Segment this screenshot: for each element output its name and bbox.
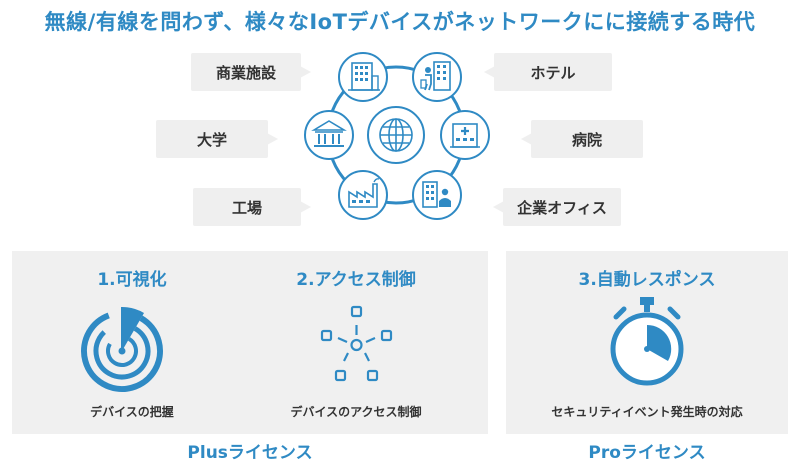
bubble-hotel: ホテル <box>484 53 612 91</box>
hospital-icon <box>440 110 490 160</box>
university-icon <box>304 110 354 160</box>
pro-panel: 3.自動レスポンス セキュリティイベント発生時の対応 <box>506 251 788 434</box>
feature-caption-access-control: デバイスのアクセス制御 <box>290 405 422 419</box>
feature-title-visibility: 1.可視化 <box>97 270 167 290</box>
page-title: 無線/有線を問わず、様々なIoTデバイスがネットワークにに接続する時代 <box>44 10 756 34</box>
factory-icon <box>338 170 388 220</box>
feature-title-auto-response: 3.自動レスポンス <box>578 270 716 290</box>
stopwatch-icon <box>610 297 684 386</box>
feature-caption-auto-response: セキュリティイベント発生時の対応 <box>551 405 743 419</box>
network-hub-diagram: 商業施設 大学 工場 ホテル 病院 企業オフィス <box>156 52 643 226</box>
bubble-office: 企業オフィス <box>493 188 621 226</box>
bubble-university: 大学 <box>156 120 278 158</box>
bubble-commercial: 商業施設 <box>191 53 311 91</box>
hotel-icon <box>412 52 462 102</box>
commercial-building-icon <box>338 52 388 102</box>
access-control-icon <box>320 305 393 382</box>
bubble-factory: 工場 <box>193 188 311 226</box>
feature-caption-visibility: デバイスの把握 <box>90 405 174 419</box>
radar-icon <box>81 307 163 392</box>
office-icon <box>412 170 462 220</box>
plus-panel: 1.可視化 デバイスの把握 2.アクセス制御 デバイスのアクセス制御 <box>12 251 488 434</box>
globe-icon <box>367 106 425 164</box>
plus-license-label: Plusライセンス <box>187 443 313 463</box>
bubble-hospital: 病院 <box>521 120 643 158</box>
pro-license-label: Proライセンス <box>588 443 706 463</box>
feature-title-access-control: 2.アクセス制御 <box>296 270 416 290</box>
